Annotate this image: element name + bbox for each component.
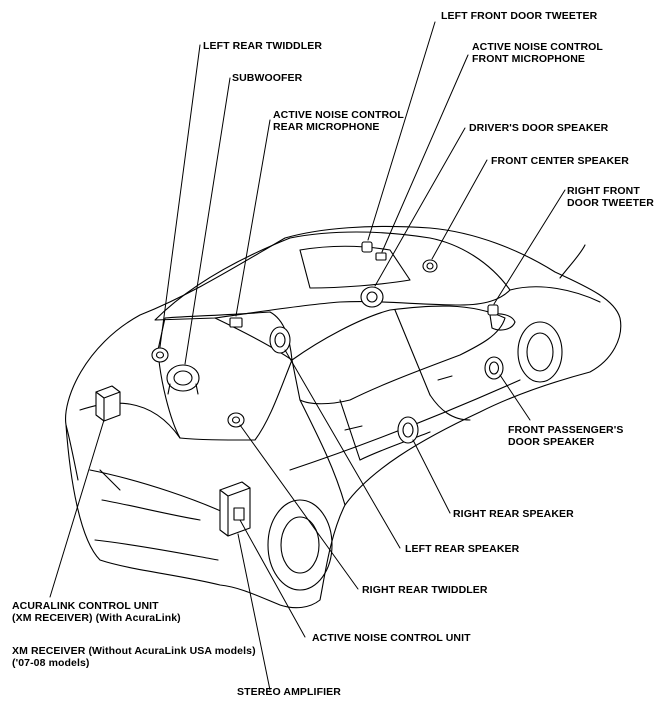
anc-front-microphone-label: ACTIVE NOISE CONTROL FRONT MICROPHONE — [472, 41, 603, 65]
right-front-door-tweeter-icon — [487, 304, 499, 316]
left-rear-twiddler-label: LEFT REAR TWIDDLER — [203, 40, 323, 52]
left-front-door-tweeter-icon — [361, 241, 373, 253]
anc-rear-microphone-label: ACTIVE NOISE CONTROL REAR MICROPHONE — [273, 109, 404, 133]
components — [95, 241, 504, 537]
front-passenger-door-speaker-label: FRONT PASSENGER'S DOOR SPEAKER — [508, 424, 624, 448]
right-rear-speaker-icon — [397, 416, 419, 444]
left-rear-twiddler-icon — [151, 347, 169, 363]
left-front-door-tweeter-label: LEFT FRONT DOOR TWEETER — [441, 10, 598, 22]
xm-receiver-label: XM RECEIVER (Without AcuraLink USA model… — [12, 645, 256, 669]
acuralink-control-unit-icon — [95, 385, 121, 422]
active-noise-control-unit-icon — [233, 507, 245, 521]
anc-front-microphone-icon — [375, 252, 387, 261]
stereo-amplifier-label: STEREO AMPLIFIER — [237, 686, 341, 698]
acuralink-control-unit-label: ACURALINK CONTROL UNIT (XM RECEIVER) (Wi… — [12, 600, 181, 624]
front-passenger-door-speaker-icon — [484, 356, 504, 380]
drivers-door-speaker-icon — [360, 286, 384, 308]
front-center-speaker-icon — [422, 259, 438, 273]
right-front-door-tweeter-label: RIGHT FRONT DOOR TWEETER — [567, 185, 654, 209]
right-rear-speaker-label: RIGHT REAR SPEAKER — [453, 508, 574, 520]
subwoofer-label: SUBWOOFER — [232, 72, 303, 84]
car-outline — [65, 225, 622, 609]
drivers-door-speaker-label: DRIVER'S DOOR SPEAKER — [469, 122, 609, 134]
left-rear-speaker-label: LEFT REAR SPEAKER — [405, 543, 520, 555]
front-center-speaker-label: FRONT CENTER SPEAKER — [491, 155, 629, 167]
right-rear-twiddler-label: RIGHT REAR TWIDDLER — [362, 584, 488, 596]
leader-lines — [49, 21, 566, 691]
right-rear-twiddler-icon — [227, 412, 245, 428]
left-rear-speaker-icon — [269, 326, 291, 354]
active-noise-control-unit-label: ACTIVE NOISE CONTROL UNIT — [312, 632, 471, 644]
anc-rear-microphone-icon — [229, 317, 243, 328]
subwoofer-icon — [166, 364, 200, 395]
